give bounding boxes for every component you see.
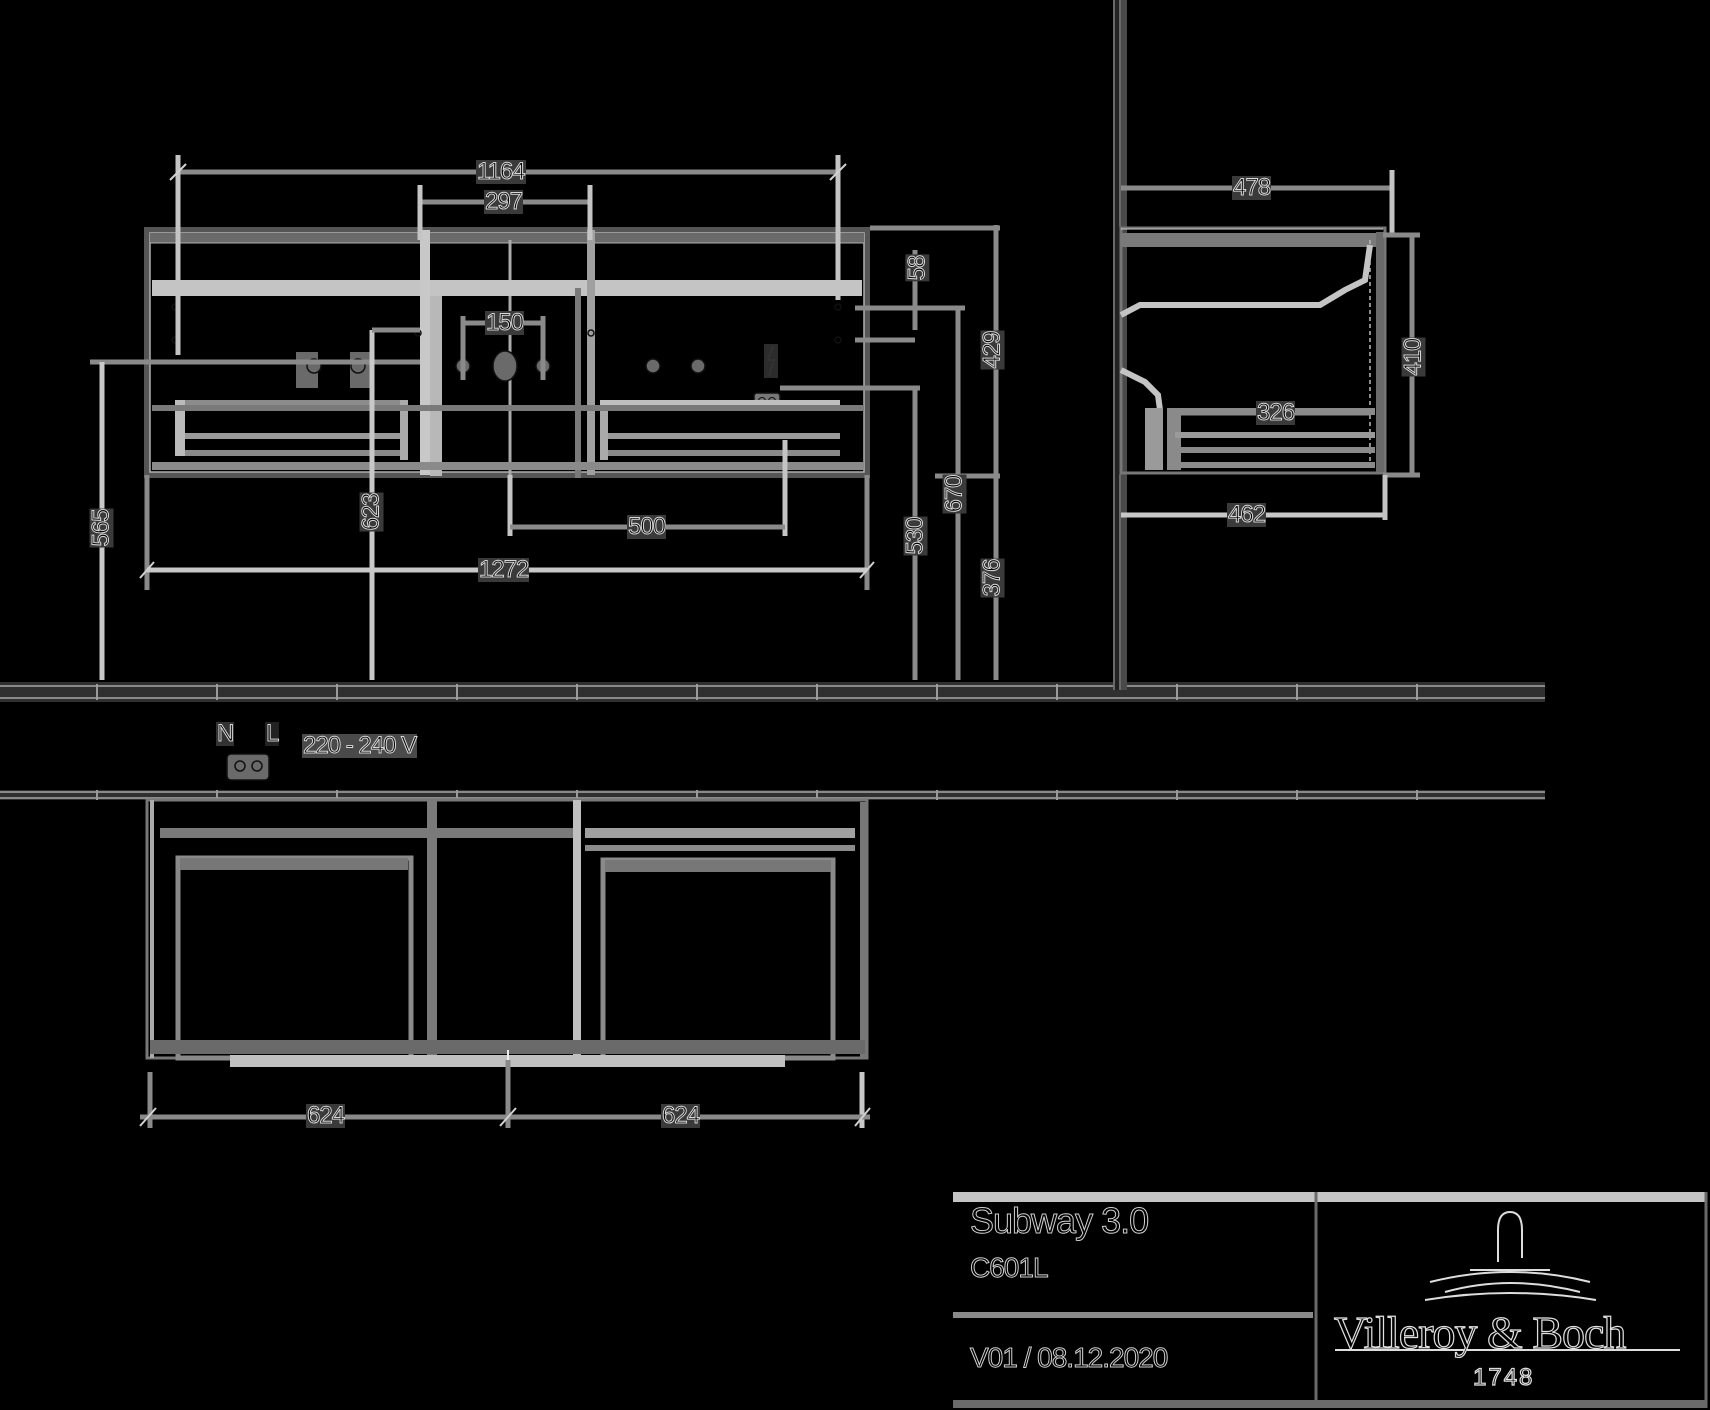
dim-side-carcass-depth: 462 [1227,501,1267,528]
side-view [1113,0,1387,690]
brand-name: Villeroy & Boch [1333,1306,1627,1358]
dim-height-to-socket: 530 [901,516,929,556]
dim-drawer-width-inner: 500 [627,513,667,540]
lightning-icon [764,344,778,378]
dim-height-top-to-outlet: 58 [903,254,931,282]
article-code: C601L [970,1252,1050,1284]
socket-legend-icon [226,753,270,781]
tap-holes [296,350,706,388]
plan-view [145,798,869,1072]
dim-side-drawer-depth: 326 [1256,399,1296,426]
dim-plan-right-width: 624 [661,1102,701,1129]
dim-siphon-spacing: 297 [484,188,524,215]
brand-logo-icon [1335,1210,1680,1351]
live-label: L [265,720,280,747]
front-dimension-lines [90,155,1000,680]
plan-dimension-lines [139,1060,871,1128]
dim-tap-spacing: 150 [485,309,525,336]
voltage-label: 220 - 240 V [302,732,418,759]
dim-cabinet-height: 429 [978,330,1006,370]
dim-side-overall-depth: 478 [1232,174,1272,201]
dim-side-height: 410 [1399,337,1427,377]
side-dimension-lines [1121,170,1420,520]
dim-overall-top-width: 1164 [476,158,526,185]
floor-line [0,682,1545,702]
dim-height-to-tap-center: 623 [357,492,385,532]
brand-year: 1748 [1472,1363,1535,1391]
dim-floor-clearance: 376 [978,558,1006,598]
title-block-frame [953,1192,1708,1408]
front-view [144,227,870,478]
dim-height-to-waste-left: 565 [87,508,115,548]
dim-plan-left-width: 624 [306,1102,346,1129]
neutral-label: N [216,720,235,747]
product-name: Subway 3.0 [969,1200,1149,1242]
wall-line [0,790,1545,800]
dim-height-to-top: 670 [940,474,968,514]
dim-overall-width: 1272 [478,556,530,583]
version-date: V01 / 08.12.2020 [969,1342,1168,1374]
